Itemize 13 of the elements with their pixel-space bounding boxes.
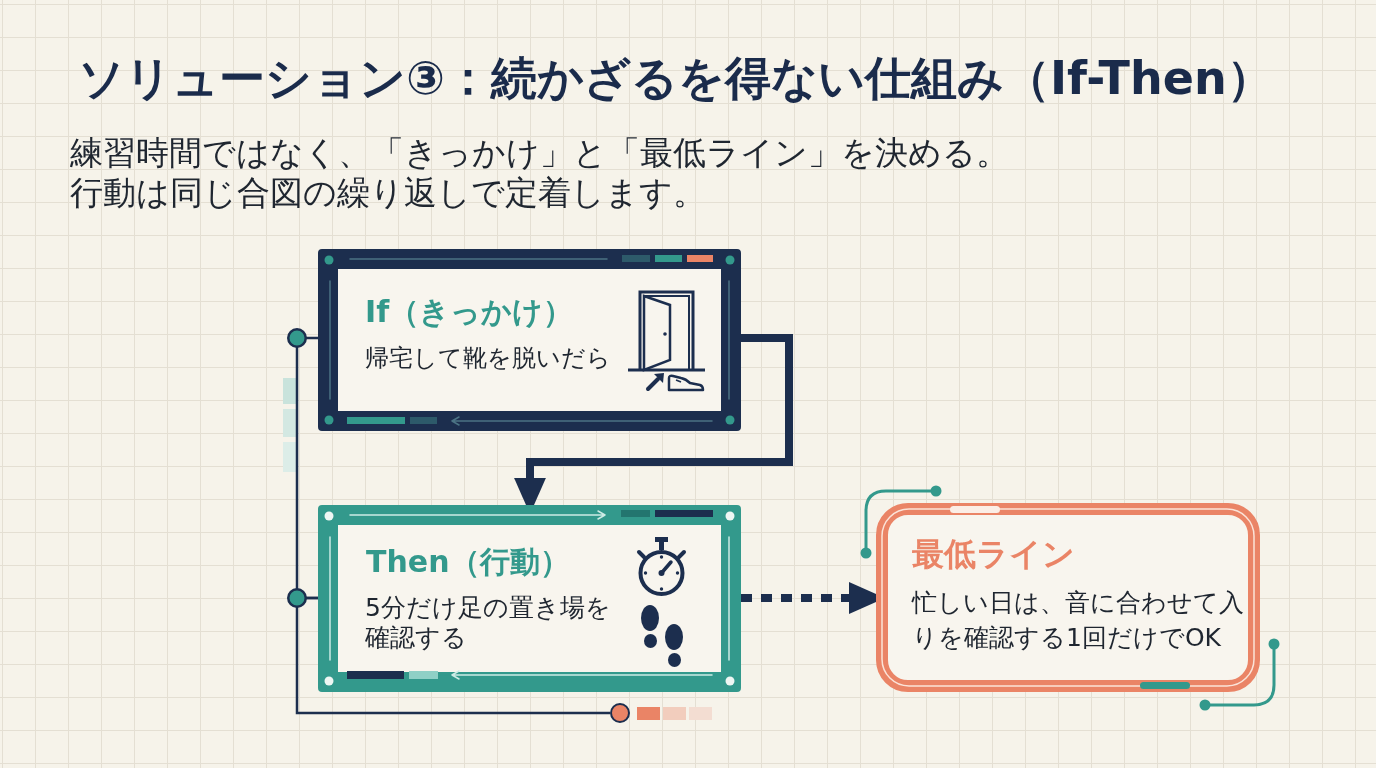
box-heading: Then（行動） [366, 544, 570, 580]
connector-line [295, 596, 610, 715]
box-heading: 最低ライン [912, 536, 1075, 573]
process-box [318, 505, 741, 692]
end-dot [610, 703, 630, 723]
box-text: 忙しい日は、音に合わせて入りを確認する1回だけでOK [912, 587, 1245, 654]
process-box [318, 249, 741, 431]
subtitle: 練習時間ではなく、「きっかけ」と「最低ライン」を決める。 [70, 133, 1009, 173]
box-text: 帰宅して靴を脱いだら [365, 343, 611, 374]
box-heading: If（きっかけ） [365, 294, 574, 330]
title: ソリューション③：続かざるを得ない仕組み（If-Then） [78, 50, 1273, 106]
box-text: 5分だけ足の置き場を確認する [365, 593, 612, 653]
subtitle: 行動は同じ合図の繰り返しで定着します。 [70, 173, 706, 213]
